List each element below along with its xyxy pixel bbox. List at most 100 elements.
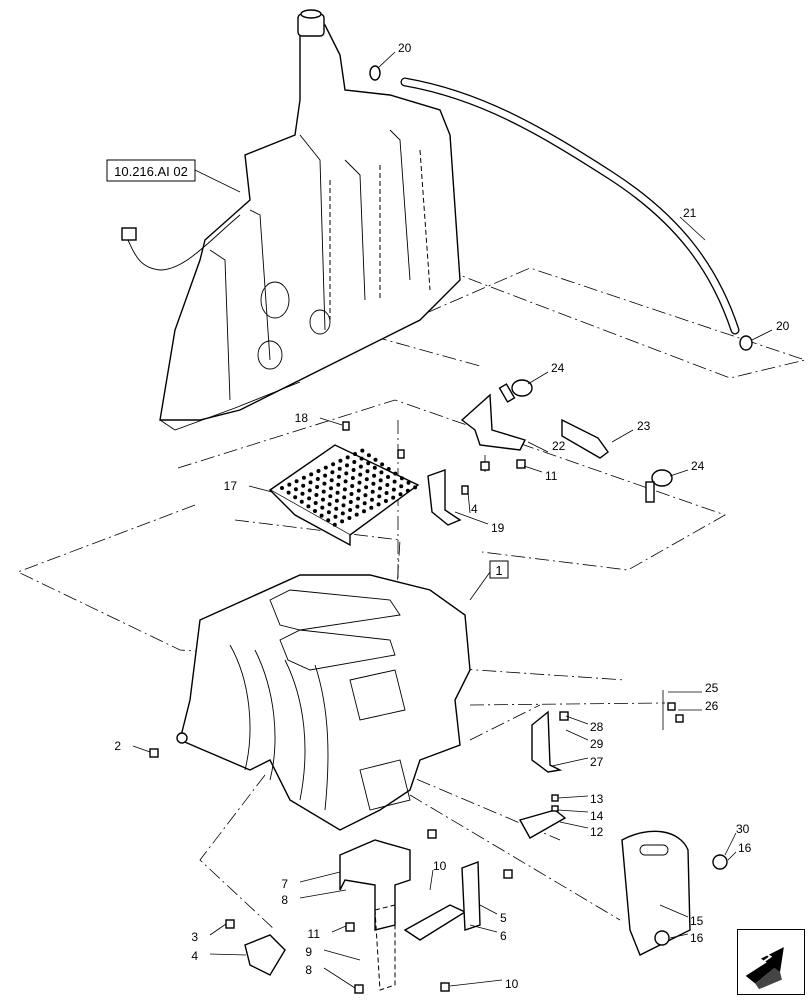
cover-hole <box>323 465 328 470</box>
cover-hole <box>406 480 411 485</box>
cover-hole <box>372 465 377 470</box>
cover-hole <box>293 487 298 492</box>
bolt <box>149 748 159 758</box>
cover-hole <box>386 467 391 471</box>
cover-hole <box>362 509 366 514</box>
callout-label: 21 <box>683 206 697 220</box>
assembly-label: 1 <box>495 563 502 578</box>
callout-leader <box>727 851 737 861</box>
next-page-button[interactable] <box>737 929 805 995</box>
cover-hole <box>294 479 299 484</box>
cover-hole <box>356 488 361 493</box>
callout-leader <box>454 511 489 525</box>
callout-leader <box>469 924 498 933</box>
callout-label: 5 <box>500 911 507 925</box>
cover-hole <box>364 485 369 490</box>
callout-leader <box>299 889 347 899</box>
cover-hole <box>362 501 367 506</box>
cover-hole <box>338 458 343 463</box>
cover-hole <box>350 484 355 488</box>
cover-hole <box>358 472 363 477</box>
callout-label: 20 <box>398 41 412 55</box>
callout-label: 8 <box>281 893 288 907</box>
callout-leader <box>479 904 498 915</box>
cover-hole <box>334 506 339 511</box>
cover-hole <box>308 480 313 485</box>
cover-hole <box>399 484 404 489</box>
cover-hole <box>314 493 319 497</box>
cover-hole <box>405 488 410 493</box>
callout-leader <box>669 469 689 477</box>
callout-label: 29 <box>590 737 604 751</box>
cover-hole <box>371 481 376 486</box>
cover-hole <box>385 483 390 487</box>
callout-leader <box>299 871 341 883</box>
cover-hole <box>364 477 369 482</box>
cover-hole <box>337 466 342 471</box>
cover-hole <box>315 477 320 481</box>
callout-label: 17 <box>224 479 238 493</box>
fuel-tank <box>159 9 461 431</box>
cover-hole <box>326 518 331 523</box>
reference-box <box>106 159 196 182</box>
cover-hole <box>348 500 353 504</box>
phantom-lines <box>16 259 807 931</box>
cover-hole <box>299 499 304 504</box>
assembly-box <box>489 560 509 579</box>
cover-hole <box>328 494 333 499</box>
callout-label: 23 <box>637 419 651 433</box>
cover-hole <box>398 492 403 497</box>
bracket-4 <box>244 934 286 976</box>
reference-label: 10.216.AI 02 <box>114 164 188 179</box>
bracket-5-6 <box>345 861 513 994</box>
callout-label: 9 <box>305 945 312 959</box>
callout-leader <box>669 933 689 939</box>
cover-hole <box>356 496 361 501</box>
cover-hole <box>301 475 306 480</box>
callout-labels: 2020212423242211181741925262829272131412… <box>114 41 789 991</box>
cover-hole <box>307 488 312 493</box>
cover-hole <box>343 479 348 484</box>
cover-hole <box>293 495 298 500</box>
callout-label: 25 <box>705 681 719 695</box>
cover-hole <box>363 493 368 498</box>
callout-leader <box>724 832 737 856</box>
side-cover <box>621 830 728 956</box>
callout-label: 18 <box>295 411 309 425</box>
cover-hole <box>347 516 352 520</box>
callout-leader <box>429 869 434 891</box>
callout-leader <box>565 729 589 741</box>
callout-leader <box>565 715 589 725</box>
cover-hole <box>355 504 360 509</box>
cover-hole <box>358 464 363 469</box>
callout-label: 2 <box>114 739 121 753</box>
cover-hole <box>327 502 332 507</box>
cover-hole <box>335 490 340 495</box>
cover-hole <box>391 495 396 500</box>
cover-hole <box>319 513 324 518</box>
cover-hole <box>378 478 383 483</box>
cover-hole <box>334 498 339 503</box>
callout-leader <box>377 51 396 69</box>
callout-label: 28 <box>590 720 604 734</box>
cover-hole <box>326 510 331 515</box>
callout-leader <box>209 953 247 956</box>
callout-leader <box>659 904 689 918</box>
callout-label: 20 <box>776 319 790 333</box>
cover-hole <box>366 453 371 458</box>
cover-hole <box>342 487 347 492</box>
cover-hole <box>337 474 341 479</box>
cover-hole <box>359 456 364 461</box>
cover-hole <box>357 480 362 485</box>
cover-hole <box>383 499 388 503</box>
cover-hole <box>340 511 345 516</box>
cover-hole <box>386 475 390 479</box>
cover-hole <box>345 463 349 468</box>
callout-label: 27 <box>590 755 604 769</box>
callout-label: 30 <box>736 822 750 836</box>
cover-hole <box>399 476 404 481</box>
cover-hole <box>380 462 385 467</box>
nut <box>225 919 235 929</box>
cover-hole <box>331 462 336 467</box>
cover-hole <box>323 473 328 478</box>
